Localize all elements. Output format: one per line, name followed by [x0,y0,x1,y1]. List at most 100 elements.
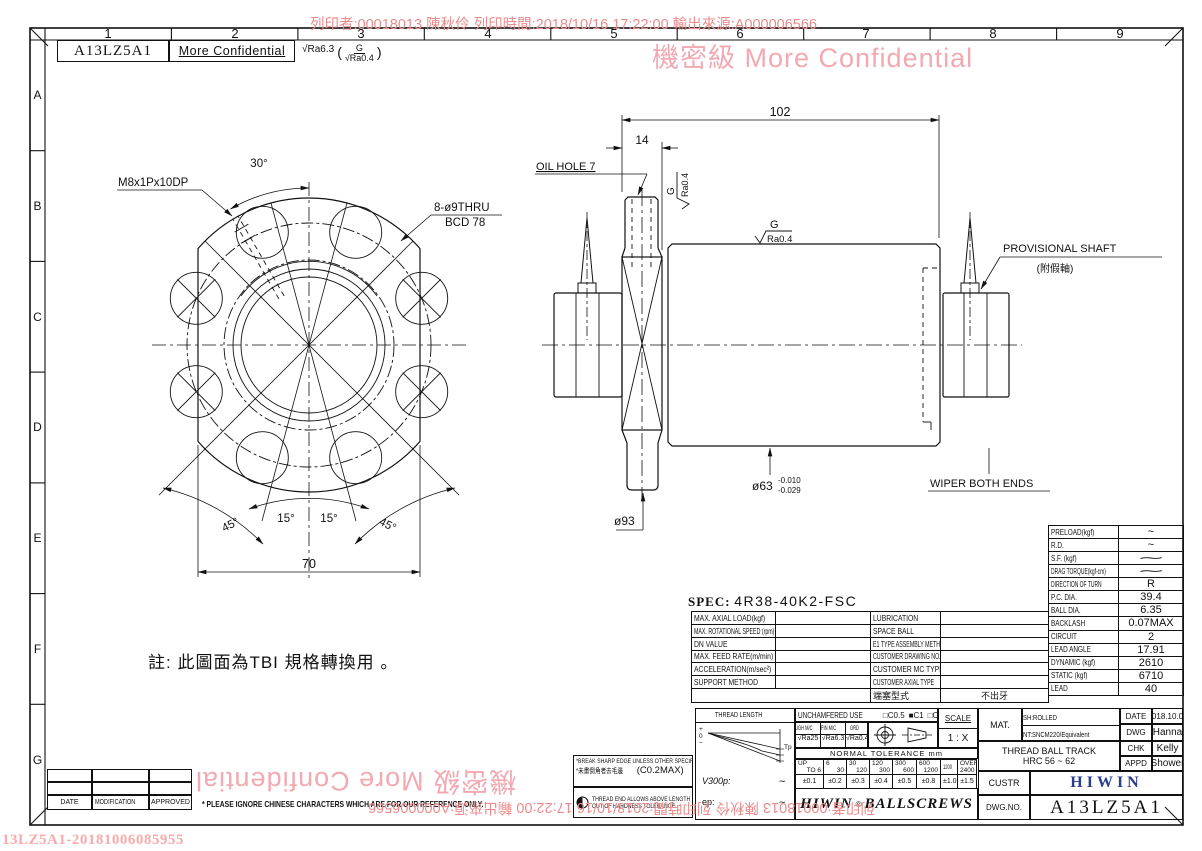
mat-label: MAT. [978,708,1022,741]
finish-alt: √Ra0.4 [344,53,374,63]
finish-g-label: G [770,219,779,231]
table-row: ±0.1 ±0.2 ±0.3 ±0.4 ±0.5 ±0.8 ±1.0 ±1.5 [795,774,977,789]
grid-col-4: 4 [484,26,492,41]
table-row: R.D.~ [1048,538,1184,553]
appd-label: APPD [1120,756,1152,771]
dim-angle-30: 30° [250,158,267,170]
grid-row-f: F [33,642,42,656]
table-row: DRAG TORQUE(kgf-cm)∼ [1048,564,1184,579]
title-confidential: More Confidential [169,40,295,62]
hiwin-ballscrews-logo: HIWIN ® BALLSCREWS [795,788,978,820]
spec-model: 4R38-40K2-FSC [734,593,858,609]
chamfer-c1-checkbox: ■C1 [908,710,924,720]
ignore-chinese-note: * PLEASE IGNORE CHINESE CHARACTERS WHICH… [202,799,484,809]
table-row: STATIC (kgf)6710 [1048,668,1184,683]
projection-symbols [868,722,938,748]
svg-text:+: + [699,726,703,733]
shaft-view: G Ra0.4 G Ra0.4 102 14 OIL HOLE 7 PROVIS… [535,105,1162,531]
grid-col-8: 8 [989,26,997,41]
ep-label: ep: [702,797,715,807]
registered-mark-icon: ® [855,799,862,809]
mat-values: SH:ROLLED NT:SNCM220/Equivalent [1022,708,1120,741]
table-row: DYNAMIC (kgf)2610 [1048,655,1184,670]
bcd-label: BCD 78 [445,217,485,229]
table-row: MAX. AXIAL LOAD(kgf)LUBRICATION [691,611,1049,625]
grid-row-a: A [33,88,42,102]
dia-63-lower-tol: -0.029 [778,486,801,495]
brand-name: HIWIN [800,795,853,812]
dwgno-value: A13LZ5A1 [1030,795,1183,820]
flange-view: 30° M8x1Px10DP 8-ø9THRU BCD 78 45° 15° 1… [117,158,502,578]
grid-row-b: B [33,199,42,213]
customer-logo: HIWIN [1030,771,1183,795]
dimension-lines [117,185,502,577]
table-row: P.C. DIA.39.4 [1048,590,1184,605]
finish-g-side: G [666,187,677,195]
table-row: BALL DIA.6.35 [1048,603,1184,618]
svg-text:−: − [699,740,703,747]
mat-line1: SH:ROLLED [1023,712,1058,722]
table-row: 端塞型式不出牙 [691,688,1049,704]
parameter-table: PRELOAD(kgf)~ R.D.~ S.F. (kgf)∼ DRAG TOR… [1048,524,1184,696]
holes-label: 8-ø9THRU [434,202,490,214]
finish-g: G [353,43,365,54]
finish-ra-side: Ra0.4 [680,173,690,197]
chamfer-c-checkbox: □C [927,710,938,720]
grid-col-9: 9 [1116,26,1124,41]
unchamfered-row: UNCHAMFERED USE □C0.5 ■C1 □C [795,708,938,722]
spec-table: MAX. AXIAL LOAD(kgf)LUBRICATION MAX. ROT… [691,611,1049,704]
unchamfered-label: UNCHAMFERED USE [798,710,863,720]
roughness-table: ROUGH M/C √Ra25 FIN M/C √Ra6.3 GRD √Ra0.… [795,722,868,748]
dia-63-upper-tol: -0.010 [778,476,801,485]
grd-finish-symbol: √Ra0.4 [846,735,868,742]
surface-finish-top: G Ra0.4 [754,219,792,245]
chk-label: CHK [1120,741,1152,756]
print-info-watermark-bottom: 列印者:00018013 陳秋伶 列印時間:2018/10/16 17:22:0… [368,799,875,815]
document-code-watermark: 13LZ5A1-20181006085955 [2,832,184,848]
svg-text:0: 0 [699,733,703,740]
finish-ra-label: Ra0.4 [767,234,792,245]
dim-102: 102 [770,105,791,119]
scale-box: SCALE 1 : X [938,708,978,748]
dim-angle-15-left: 15° [277,513,294,525]
title-part-number: A13LZ5A1 [57,40,169,62]
revision-date-header: DATE [47,795,92,810]
table-row: ACCELERATION(m/sec²)CUSTOMER MC TYPE [691,662,1049,677]
v300p-label: V300p: [702,776,731,786]
break-edge-note: *BREAK SHARP EDGE UNLESS OTHER SPECIFIED… [573,755,693,787]
dia-63: ø63 [752,479,773,493]
bolt-holes [169,205,449,485]
fin-finish-symbol: √Ra6.3 [821,735,845,742]
brand-suffix: BALLSCREWS [864,795,973,812]
grid-row-e: E [33,531,42,545]
deburr-value: (C0.2MAX) [636,765,684,776]
provisional-shaft-zh: (附假軸) [1037,262,1074,275]
wiper-label: WIPER BOTH ENDS [930,478,1033,490]
thread-end-note: THREAD END ALLOWS ABOVE LENGTH OUT OF HA… [573,787,693,818]
oil-hole-label: OIL HOLE 7 [536,161,596,173]
grid-col-1: 1 [104,26,112,41]
scale-label: SCALE [939,709,977,729]
tbi-note: 註: 此圖面為TBI 規格轉換用 。 [148,653,399,672]
shaft-labels: 102 14 OIL HOLE 7 PROVISIONAL SHAFT (附假軸… [536,105,1117,528]
revision-table: DATE MODIFICATION APPROVED [47,769,192,810]
table-row: MAX. FEED RATE(m/min)CUSTOMER DRAWING NO… [691,649,1049,664]
table-row: MAX. ROTATIONAL SPEED (rpm)SPACE BALL [691,623,1049,638]
tap-hole-hidden-lines [232,215,285,300]
third-angle-projection-icon [874,724,932,746]
date-value: 2018.10.05 [1152,708,1183,724]
rough-finish-symbol: √Ra25 [797,735,819,742]
tp-label: Tp [784,744,792,751]
dim-angle-15-right: 15° [320,513,337,525]
paren-close: ) [376,44,382,60]
tap-label: M8x1Px10DP [118,177,189,189]
grid-row-d: D [33,420,42,434]
date-label: DATE [1120,708,1152,724]
table-row: S.F. (kgf)∼ [1048,551,1184,566]
track-line1: THREAD BALL TRACK [1001,746,1097,756]
